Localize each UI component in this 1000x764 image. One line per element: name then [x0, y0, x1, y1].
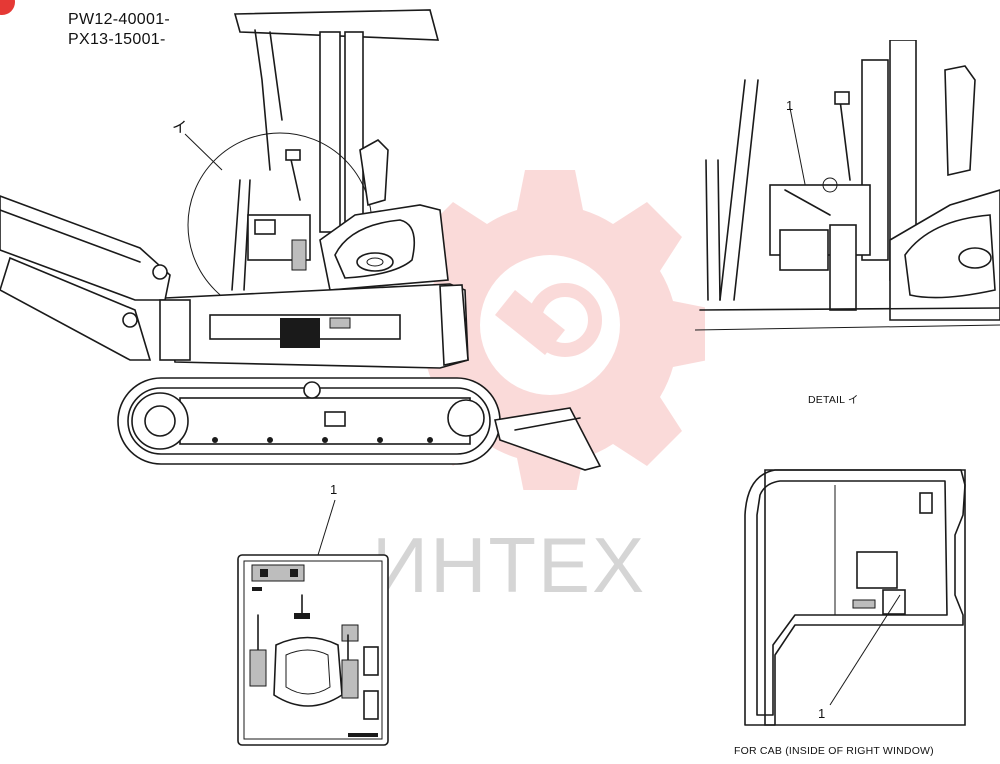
serial-number-2: PX13-15001- — [68, 31, 166, 48]
corner-badge — [0, 0, 15, 15]
decal-callout-number: 1 — [330, 482, 338, 497]
detail-callout-number: 1 — [786, 98, 794, 113]
cab-caption: FOR CAB (INSIDE OF RIGHT WINDOW) — [734, 745, 934, 757]
excavator-side-view — [0, 9, 602, 471]
serial-number-1: PW12-40001- — [68, 11, 171, 28]
cab-callout-number: 1 — [818, 706, 826, 721]
control-pattern-decal — [237, 499, 389, 746]
cab-window-view — [744, 469, 966, 726]
detail-view — [694, 40, 1000, 331]
detail-marker-label: イ — [172, 119, 188, 136]
detail-caption: DETAIL イ — [808, 394, 859, 406]
watermark-text: ИНТЕХ — [372, 521, 647, 609]
